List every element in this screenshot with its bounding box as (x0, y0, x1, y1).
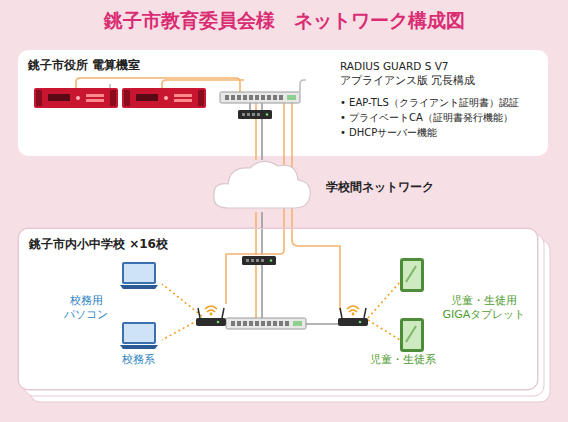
panel-ground (18, 50, 548, 156)
label-text: • プライベートCA（証明書発行機能） (340, 111, 513, 124)
label-text: 児童・生徒用 GIGAタブレット (432, 294, 536, 323)
label-text: • DHCPサーバー機能 (340, 126, 437, 139)
label-text: 校務系 (122, 353, 155, 367)
panel-ground (18, 228, 538, 390)
network-wires (76, 78, 340, 324)
label-text: 児童・生徒系 (370, 353, 436, 367)
label-text: 校務用 パソコン (58, 294, 114, 323)
label-text: RADIUS GUARD S V7 アプライアンス版 冗長構成 (340, 60, 500, 87)
panel-heading: 銚子市内小中学校 ×16校 (29, 236, 168, 253)
diagram-title: 銚子市教育委員会様 ネットワーク構成図 (0, 8, 568, 34)
panel-heading: 銚子市役所 電算機室 (28, 57, 140, 74)
wireless-links (162, 282, 400, 340)
label-text: 学校間ネットワーク (326, 180, 434, 196)
cloud-shape (214, 161, 310, 208)
label-text: • EAP-TLS（クライアント証明書）認証 (340, 96, 519, 109)
